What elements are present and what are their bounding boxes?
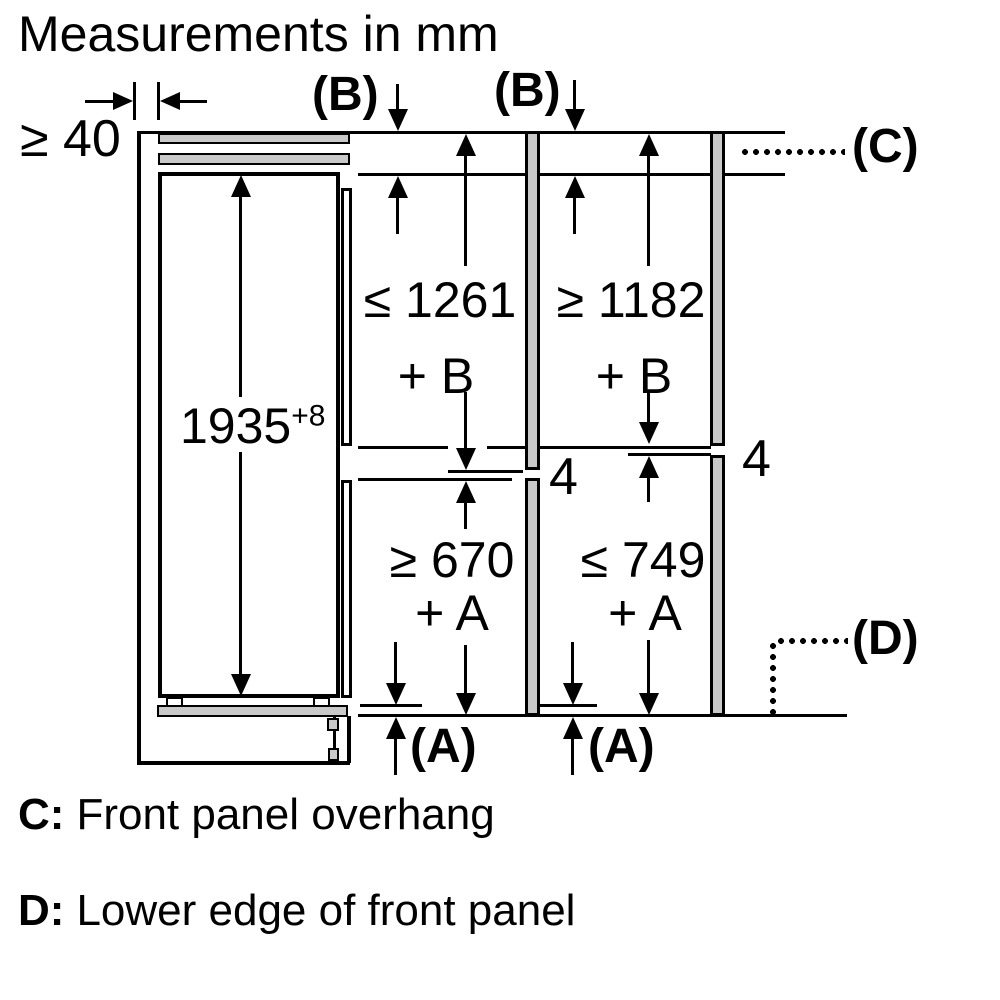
dim-shaft	[85, 100, 113, 103]
top-cover-strip-1	[158, 133, 350, 144]
dim-shaft	[464, 503, 467, 529]
arrowhead-down	[386, 683, 406, 705]
b-label-right: (B)	[494, 64, 561, 117]
arrowhead-down	[456, 448, 476, 470]
left-panel-gap-edge-line	[448, 470, 523, 473]
dim-shaft	[464, 392, 467, 448]
dim-shaft	[573, 80, 576, 109]
gap-label-right: 4	[742, 430, 771, 488]
front-panel-variant2-upper	[710, 131, 725, 446]
arrowhead-up	[386, 717, 406, 739]
cabinet-left-wall	[137, 131, 141, 765]
arrowhead-down	[639, 422, 659, 444]
arrowhead-up	[639, 134, 659, 156]
a-label-left: (A)	[410, 720, 477, 773]
dim-tick	[157, 82, 160, 120]
b-label-left: (B)	[312, 68, 379, 121]
top-cover-strip-2	[158, 153, 350, 165]
appliance-height-label: 1935+8	[180, 400, 325, 453]
dim-shaft	[571, 642, 574, 683]
lower-left-dim-plus: + A	[415, 585, 489, 641]
arrowhead-down	[388, 109, 408, 131]
dim-shaft	[396, 84, 399, 110]
legend-line-c: C:Front panel overhang	[18, 790, 495, 839]
appliance-body	[158, 172, 340, 698]
ref-line-door-bottom-left	[360, 704, 422, 707]
lower-right-dim-value: ≤ 749	[580, 532, 706, 588]
diagram-title: Measurements in mm	[18, 6, 499, 62]
dim-shaft	[239, 452, 242, 674]
plinth-panel-outer-edge	[347, 716, 351, 763]
a-label-right: (A)	[588, 720, 655, 773]
dim-shaft	[180, 100, 207, 103]
arrowhead-up	[388, 176, 408, 198]
dim-shaft	[573, 198, 576, 234]
right-panel-gap-edge-line	[628, 453, 711, 456]
dim-shaft	[647, 478, 650, 502]
dim-shaft	[647, 156, 650, 266]
arrowhead-down	[563, 683, 583, 705]
dim-shaft	[647, 392, 650, 422]
dim-shaft	[394, 642, 397, 683]
dim-shaft	[647, 640, 650, 693]
appliance-lower-door	[341, 480, 352, 698]
arrowhead-up	[231, 175, 251, 197]
legend-d-key: D:	[18, 886, 65, 935]
min-side-clearance-label: ≥ 40	[20, 110, 121, 168]
arrowhead-down	[231, 674, 251, 696]
arrowhead-up	[563, 717, 583, 739]
front-panel-variant2-lower	[710, 455, 725, 716]
ref-line-door-bottom-right	[540, 704, 597, 707]
arrowhead-up	[639, 456, 659, 478]
appliance-upper-door	[341, 188, 352, 446]
appliance-base-strip	[157, 705, 348, 717]
d-callout-dotted-line-v	[770, 641, 777, 715]
plinth-bracket-upper	[327, 718, 339, 731]
legend-d-text: Lower edge of front panel	[76, 886, 576, 935]
ref-line-panel-bottom	[358, 714, 847, 717]
arrowhead-down	[639, 693, 659, 715]
arrowhead-up	[565, 176, 585, 198]
ref-line-door-top	[358, 173, 785, 176]
d-callout-dotted-line-h	[776, 638, 848, 645]
arrowhead-up	[456, 481, 476, 503]
dim-shaft	[239, 197, 242, 397]
gap-label-left: 4	[549, 448, 578, 506]
dim-shaft	[396, 198, 399, 234]
plinth-bracket-lower	[328, 748, 339, 761]
arrowhead-down	[456, 693, 476, 715]
dim-shaft	[571, 739, 574, 775]
c-label: (C)	[852, 120, 919, 173]
d-label: (D)	[852, 612, 919, 665]
appliance-height-value: 1935	[180, 398, 292, 454]
dim-tick	[133, 82, 136, 120]
dim-shaft	[464, 156, 467, 266]
arrowhead-right	[113, 92, 133, 110]
cabinet-bottom	[137, 761, 350, 765]
legend-c-key: C:	[18, 790, 65, 839]
upper-right-dim-plus: + B	[595, 348, 673, 404]
upper-right-dim-value: ≥ 1182	[556, 272, 706, 328]
ref-line-door-gap-top-a	[358, 446, 448, 449]
arrowhead-up	[456, 134, 476, 156]
arrowhead-left	[160, 92, 180, 110]
dim-shaft	[394, 739, 397, 775]
legend-c-text: Front panel overhang	[76, 790, 495, 839]
lower-right-dim-plus: + A	[608, 585, 682, 641]
front-panel-variant1-lower	[525, 478, 540, 716]
ref-line-panel-top	[137, 131, 785, 134]
ref-line-door-gap-bottom	[358, 478, 512, 481]
appliance-height-tolerance: +8	[291, 399, 326, 433]
arrowhead-down	[565, 109, 585, 131]
ref-line-door-gap-top-b	[487, 446, 711, 449]
c-callout-dotted-line	[740, 149, 845, 156]
upper-left-dim-value: ≤ 1261	[363, 272, 517, 328]
upper-left-dim-plus: + B	[397, 348, 475, 404]
lower-left-dim-value: ≥ 670	[389, 532, 515, 588]
dim-shaft	[464, 645, 467, 693]
plinth-panel-inner-edge	[333, 716, 336, 763]
front-panel-variant1-upper	[525, 131, 540, 470]
legend-line-d: D:Lower edge of front panel	[18, 886, 576, 935]
